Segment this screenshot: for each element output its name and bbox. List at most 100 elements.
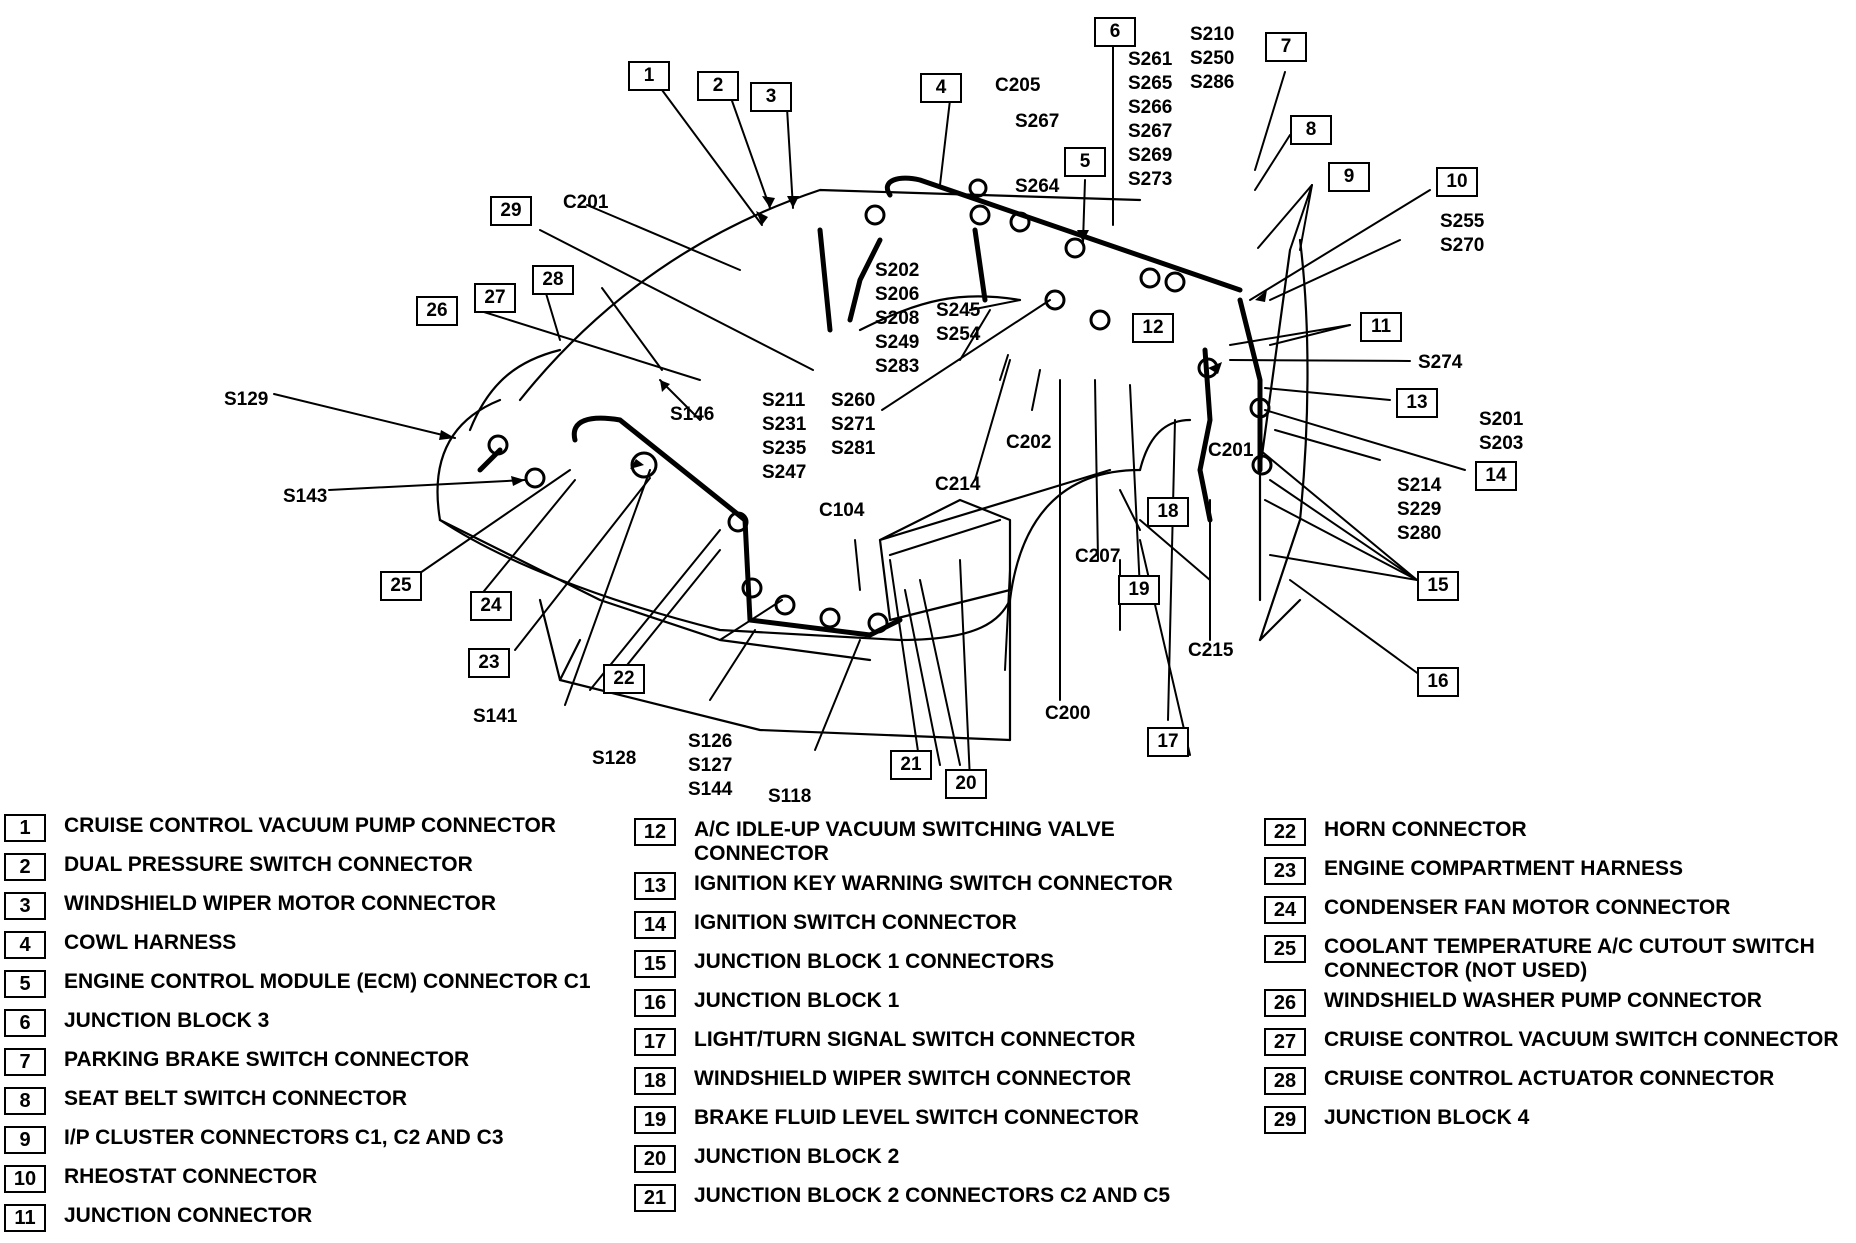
legend-number: 22 (1264, 818, 1306, 846)
label-s274: S274 (1418, 352, 1463, 373)
legend-item: 22 HORN CONNECTOR (1264, 818, 1839, 846)
legend-item: 8 SEAT BELT SWITCH CONNECTOR (4, 1087, 591, 1115)
legend-item: 10 RHEOSTAT CONNECTOR (4, 1165, 591, 1193)
legend-number: 28 (1264, 1067, 1306, 1095)
legend-number: 10 (4, 1165, 46, 1193)
callout-18: 18 (1147, 497, 1189, 527)
legend-item: 15 JUNCTION BLOCK 1 CONNECTORS (634, 950, 1173, 978)
legend-text: WINDSHIELD WIPER MOTOR CONNECTOR (64, 892, 497, 915)
callout-1: 1 (628, 61, 670, 91)
label-c207: C207 (1075, 546, 1121, 567)
legend-text: I/P CLUSTER CONNECTORS C1, C2 AND C3 (64, 1126, 504, 1149)
legend-text: PARKING BRAKE SWITCH CONNECTOR (64, 1048, 470, 1071)
legend-item: 6 JUNCTION BLOCK 3 (4, 1009, 591, 1037)
callout-29: 29 (490, 196, 532, 226)
legend-text: IGNITION KEY WARNING SWITCH CONNECTOR (694, 872, 1173, 895)
label-c205: C205 (995, 75, 1041, 96)
callout-27: 27 (474, 283, 516, 313)
legend-text: CONDENSER FAN MOTOR CONNECTOR (1324, 896, 1731, 919)
legend-number: 2 (4, 853, 46, 881)
legend-text: JUNCTION BLOCK 2 (694, 1145, 900, 1168)
callout-7: 7 (1265, 32, 1307, 62)
callout-9: 9 (1328, 162, 1370, 192)
legend-number: 21 (634, 1184, 676, 1212)
legend-item: 28 CRUISE CONTROL ACTUATOR CONNECTOR (1264, 1067, 1839, 1095)
legend-text: SEAT BELT SWITCH CONNECTOR (64, 1087, 407, 1110)
legend-text: LIGHT/TURN SIGNAL SWITCH CONNECTOR (694, 1028, 1136, 1051)
label-s264: S264 (1015, 176, 1060, 197)
legend-number: 29 (1264, 1106, 1306, 1134)
legend-number: 7 (4, 1048, 46, 1076)
label-s143: S143 (283, 486, 328, 507)
legend-text: ENGINE COMPARTMENT HARNESS (1324, 857, 1683, 880)
callout-20: 20 (945, 769, 987, 799)
callout-25: 25 (380, 571, 422, 601)
legend-text: CRUISE CONTROL VACUUM PUMP CONNECTOR (64, 814, 556, 837)
callout-22: 22 (603, 664, 645, 694)
callout-10: 10 (1436, 167, 1478, 197)
label-c215: C215 (1188, 640, 1234, 661)
label-c214: C214 (935, 474, 981, 495)
legend-number: 1 (4, 814, 46, 842)
callout-16: 16 (1417, 667, 1459, 697)
legend-text: JUNCTION BLOCK 1 CONNECTORS (694, 950, 1055, 973)
legend-item: 13 IGNITION KEY WARNING SWITCH CONNECTOR (634, 872, 1173, 900)
legend-text: JUNCTION BLOCK 3 (64, 1009, 270, 1032)
legend-number: 12 (634, 818, 676, 846)
legend-text: A/C IDLE-UP VACUUM SWITCHING VALVE CONNE… (694, 818, 1115, 865)
connector-marks (487, 178, 1273, 634)
legend-number: 18 (634, 1067, 676, 1095)
legend-number: 15 (634, 950, 676, 978)
legend-text: CRUISE CONTROL ACTUATOR CONNECTOR (1324, 1067, 1775, 1090)
legend-item: 7 PARKING BRAKE SWITCH CONNECTOR (4, 1048, 591, 1076)
label-c104: C104 (819, 500, 865, 521)
legend-column-3: 22 HORN CONNECTOR 23 ENGINE COMPARTMENT HAR… (1264, 818, 1839, 1145)
legend-item: 26 WINDSHIELD WASHER PUMP CONNECTOR (1264, 989, 1839, 1017)
legend-text: WINDSHIELD WASHER PUMP CONNECTOR (1324, 989, 1762, 1012)
legend-text: CRUISE CONTROL VACUUM SWITCH CONNECTOR (1324, 1028, 1839, 1051)
legend-number: 25 (1264, 935, 1306, 963)
label-s118: S118 (768, 786, 812, 807)
legend-text: COWL HARNESS (64, 931, 237, 954)
label-s267-top: S267 (1015, 111, 1060, 132)
callout-11: 11 (1360, 312, 1402, 342)
callout-5: 5 (1064, 147, 1106, 177)
legend-text: ENGINE CONTROL MODULE (ECM) CONNECTOR C1 (64, 970, 591, 993)
callout-26: 26 (416, 296, 458, 326)
legend-number: 27 (1264, 1028, 1306, 1056)
legend-number: 26 (1264, 989, 1306, 1017)
cowl-harness-lines (477, 175, 1263, 638)
legend-item: 18 WINDSHIELD WIPER SWITCH CONNECTOR (634, 1067, 1173, 1095)
legend-item: 27 CRUISE CONTROL VACUUM SWITCH CONNECTOR (1264, 1028, 1839, 1056)
legend-text: RHEOSTAT CONNECTOR (64, 1165, 318, 1188)
legend-text: JUNCTION CONNECTOR (64, 1204, 313, 1227)
legend-number: 16 (634, 989, 676, 1017)
wiring-harness-diagram (273, 24, 1466, 781)
legend-item: 3 WINDSHIELD WIPER MOTOR CONNECTOR (4, 892, 591, 920)
legend-number: 6 (4, 1009, 46, 1037)
legend-text: COOLANT TEMPERATURE A/C CUTOUT SWITCH CO… (1324, 935, 1815, 982)
legend-number: 3 (4, 892, 46, 920)
label-c201-top: C201 (563, 192, 609, 213)
legend-number: 23 (1264, 857, 1306, 885)
legend-number: 13 (634, 872, 676, 900)
legend-column-2: 12 A/C IDLE-UP VACUUM SWITCHING VALVE CON… (634, 818, 1173, 1223)
legend-text: HORN CONNECTOR (1324, 818, 1527, 841)
legend-text: JUNCTION BLOCK 2 CONNECTORS C2 AND C5 (694, 1184, 1171, 1207)
callout-2: 2 (697, 71, 739, 101)
callout-23: 23 (468, 648, 510, 678)
callout-24: 24 (470, 591, 512, 621)
legend-text: WINDSHIELD WIPER SWITCH CONNECTOR (694, 1067, 1132, 1090)
legend-number: 8 (4, 1087, 46, 1115)
arrowheads (439, 196, 1267, 486)
